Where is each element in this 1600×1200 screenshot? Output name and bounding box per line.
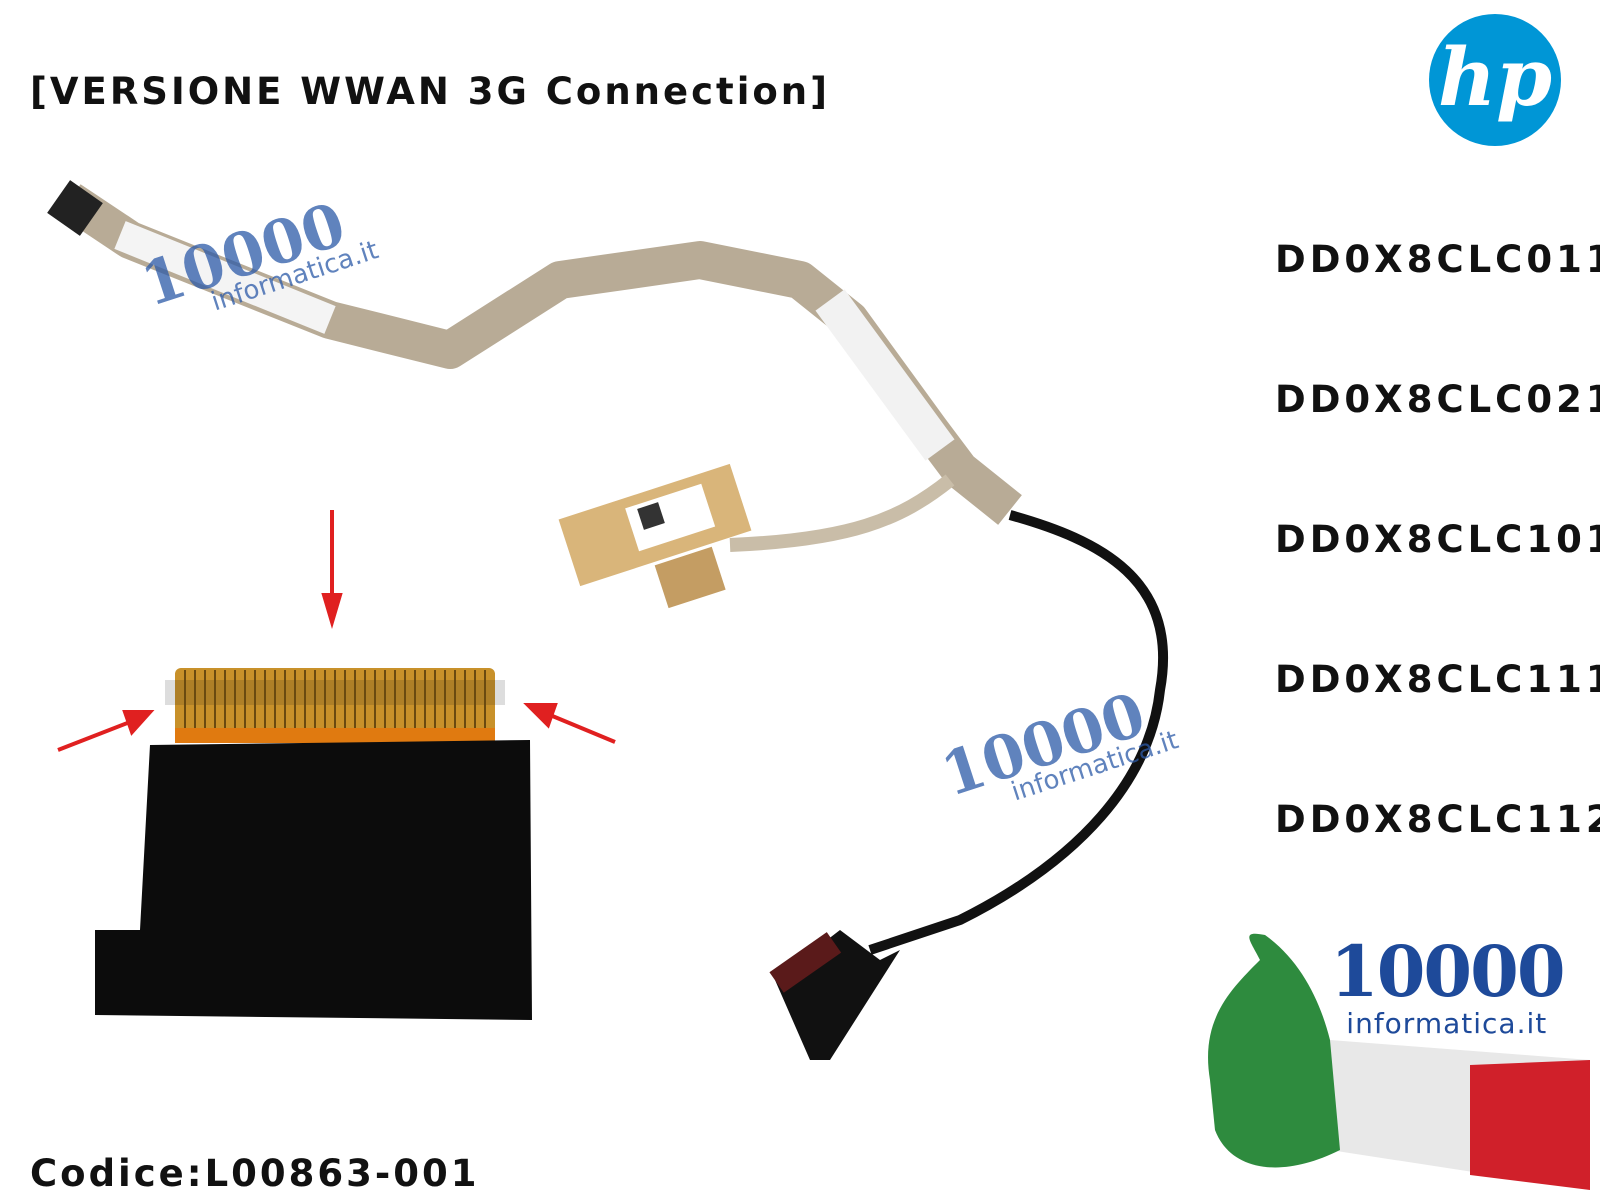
- product-title: [VERSIONE WWAN 3G Connection]: [30, 70, 831, 113]
- svg-text:hp: hp: [1438, 30, 1552, 124]
- part-number: DD0X8CLC021: [1275, 378, 1600, 421]
- connector-closeup: [95, 668, 532, 1020]
- product-code: Codice:L00863-001: [30, 1152, 480, 1195]
- thumbs-up-logo: [1208, 933, 1590, 1190]
- part-number: DD0X8CLC112: [1275, 798, 1600, 841]
- ribbon-cable: [47, 180, 1169, 1060]
- part-number: DD0X8CLC111: [1275, 658, 1600, 701]
- hp-logo: hp: [1429, 14, 1561, 146]
- part-number: DD0X8CLC101: [1275, 518, 1600, 561]
- store-logo: 10000 informatica.it: [1330, 930, 1566, 1040]
- arrow-icon: [57, 510, 616, 752]
- part-number: DD0X8CLC011: [1275, 238, 1600, 281]
